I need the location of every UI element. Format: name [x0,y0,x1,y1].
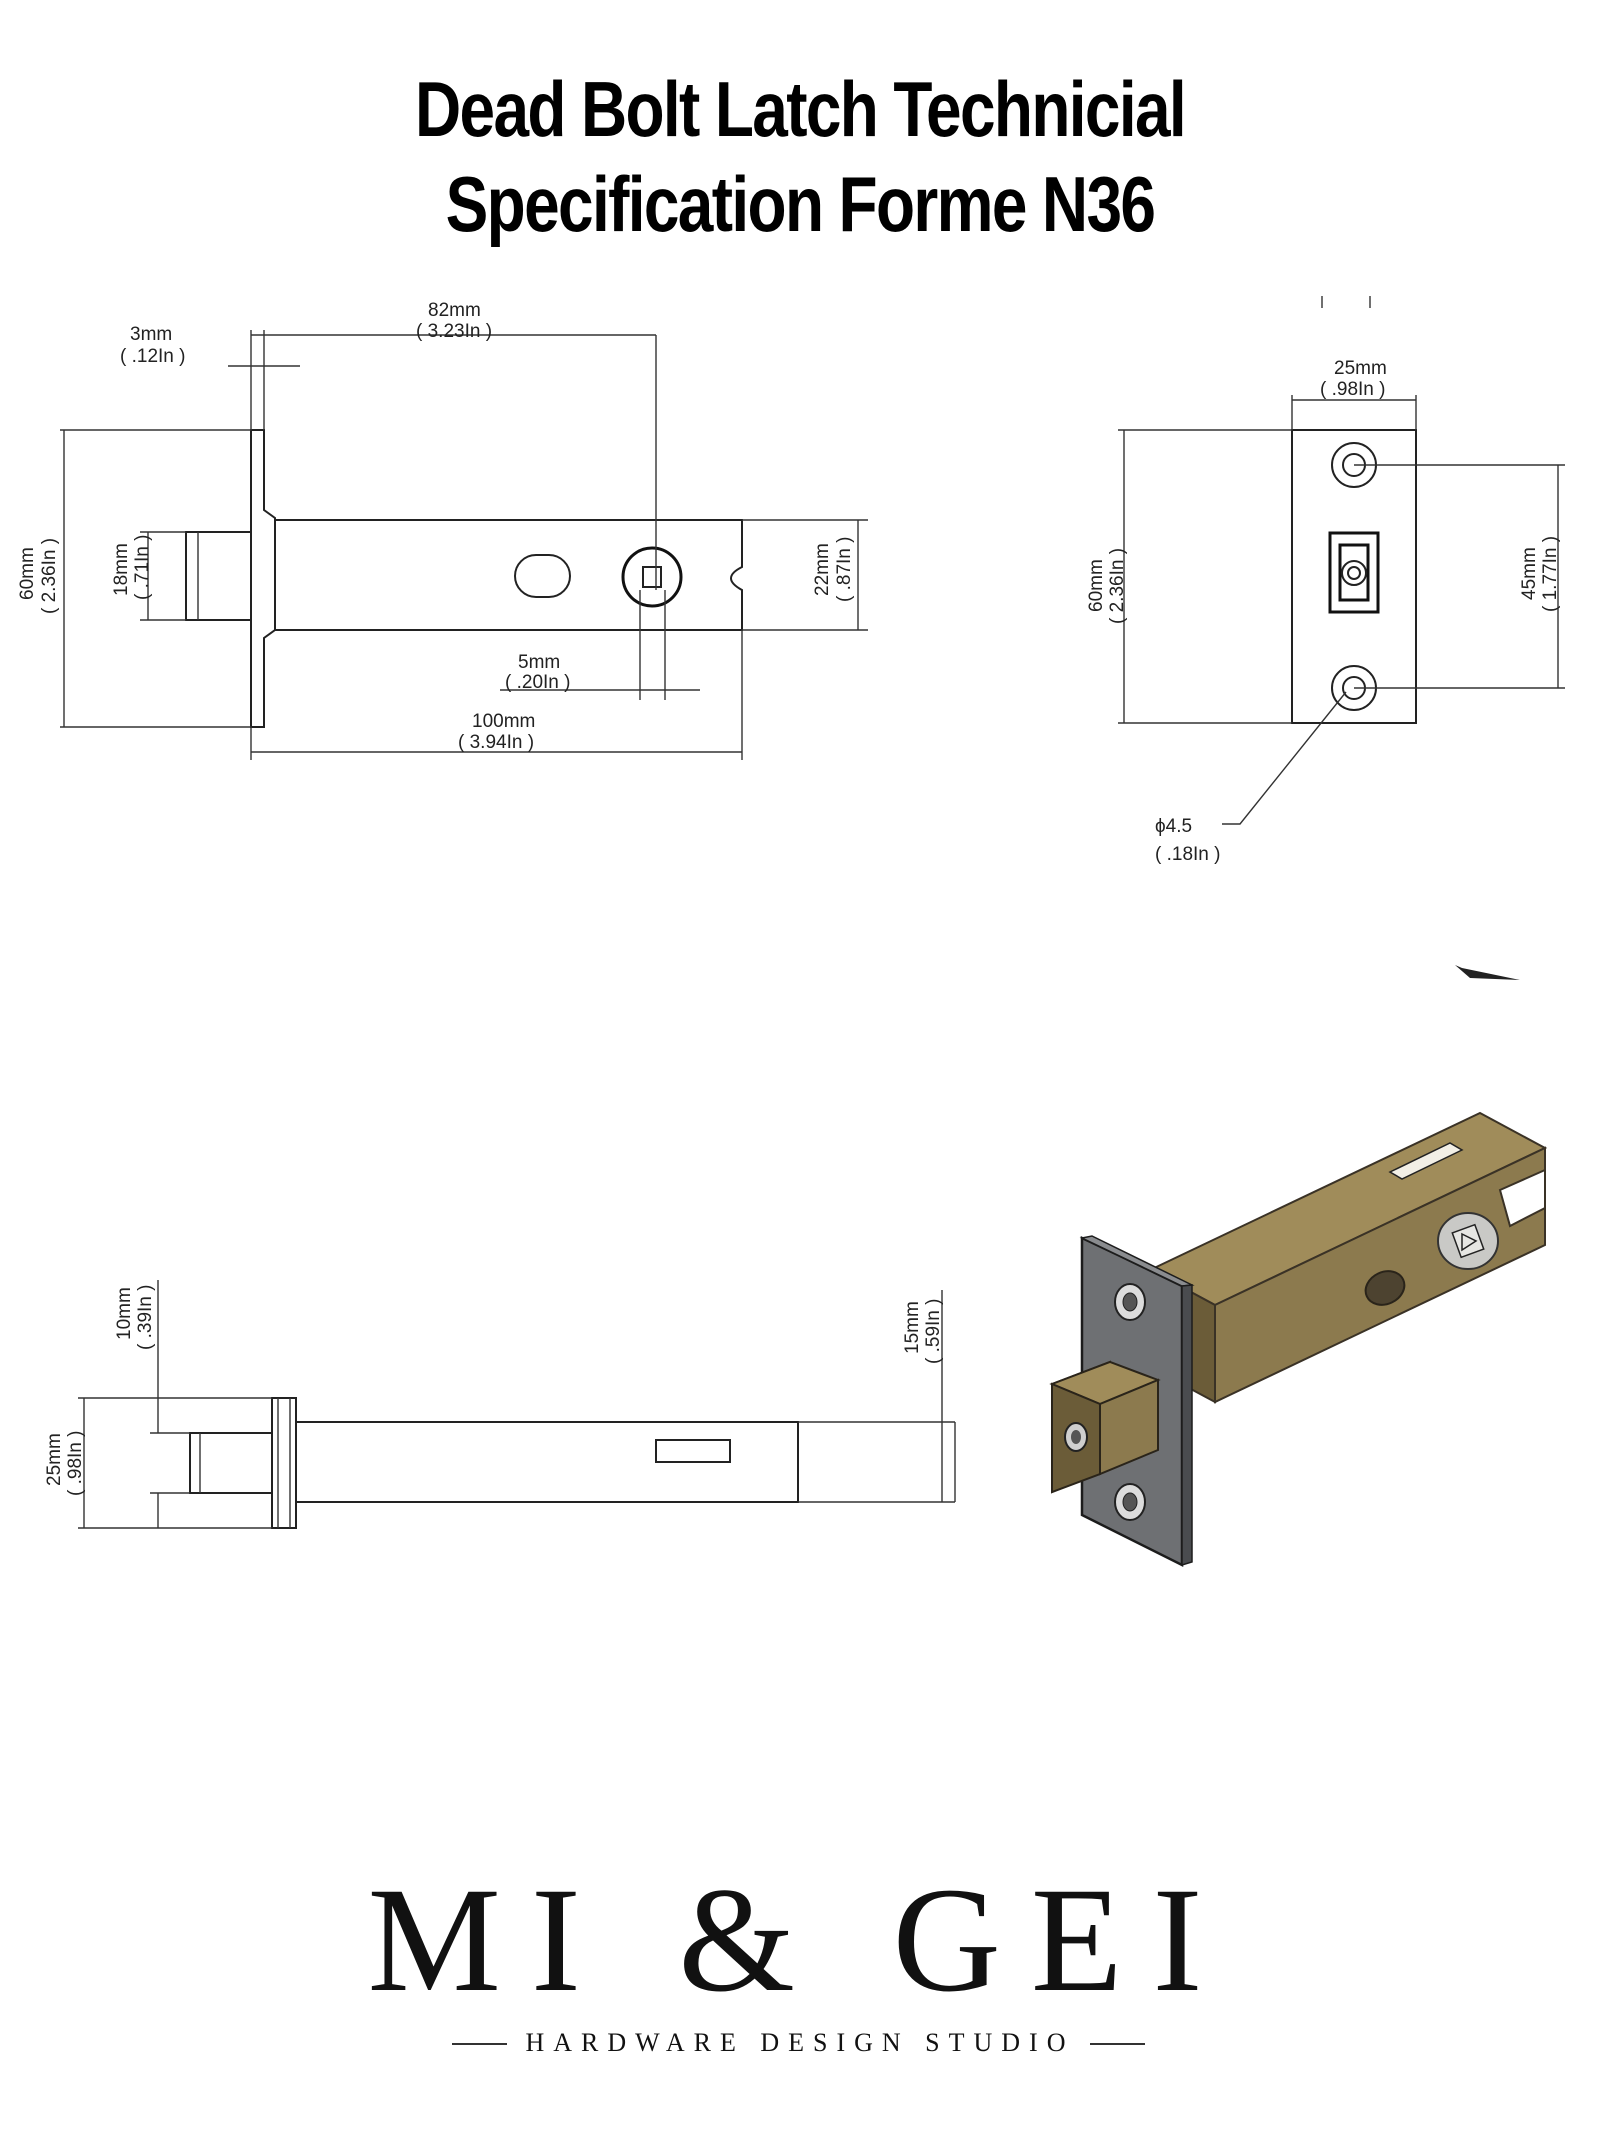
dim-60mm-in: ( 2.36In ) [39,538,60,614]
front-dim-25mm-in: ( .98In ) [1320,379,1385,400]
top-dim-25mm: 25mm [44,1433,65,1486]
latch-3d-render [1049,1111,1548,1568]
title-line-2: Specification Forme N36 [445,160,1156,248]
side-faceplate [250,429,276,728]
top-dim-10mm: 10mm [114,1287,135,1340]
tagline-divider-left [452,2043,507,2045]
side-body [275,519,743,631]
top-dim-10mm-in: ( .39In ) [135,1285,156,1350]
dim-60mm: 60mm [17,547,38,600]
top-body [296,1421,799,1503]
side-view: 3mm ( .12In ) 82mm ( 3.23In ) 60mm ( 2.3… [17,300,868,760]
brand-logo-name: MI & GEI [367,1857,1233,2023]
side-bolt [185,531,251,621]
tagline-divider-right [1090,2043,1145,2045]
top-slot [655,1439,731,1463]
top-dim-25mm-in: ( .98In ) [65,1431,86,1496]
front-dim-hole: ϕ4.5 [1155,816,1192,837]
dim-18mm: 18mm [111,543,132,596]
front-view: 25mm ( .98In ) 60mm ( 2.36In ) 45mm ( 1.… [1086,296,1565,865]
dim-100mm: 100mm [472,711,535,732]
dim-100mm-in: ( 3.94In ) [458,732,534,753]
title-line-1: Dead Bolt Latch Technicial [414,65,1187,153]
front-dim-hole-in: ( .18In ) [1155,844,1220,865]
top-dim-15mm: 15mm [902,1301,923,1354]
dim-22mm-in: ( .87In ) [834,537,855,602]
brand-tagline: HARDWARE DESIGN STUDIO [525,2028,1075,2057]
top-view: 10mm ( .39In ) 25mm ( .98In ) 15mm ( .59… [44,1280,956,1529]
edge-mark [1455,965,1520,980]
top-dim-15mm-in: ( .59In ) [923,1299,944,1364]
front-dim-60mm: 60mm [1086,559,1107,612]
dim-5mm: 5mm [518,652,560,673]
front-dim-25mm: 25mm [1334,358,1387,379]
top-faceplate [271,1397,297,1529]
dim-5mm-in: ( .20In ) [505,672,570,693]
side-spindle-hole [621,546,683,608]
front-faceplate [1291,429,1417,724]
front-dim-45mm-in: ( 1.77In ) [1540,536,1561,612]
dim-82mm-in: ( 3.23In ) [416,321,492,342]
front-dim-60mm-in: ( 2.36In ) [1107,548,1128,624]
top-bolt [189,1432,272,1494]
dim-3mm-in: ( .12In ) [120,346,185,367]
dim-3mm: 3mm [130,324,172,345]
front-dim-45mm: 45mm [1519,547,1540,600]
dim-82mm: 82mm [428,300,481,321]
front-bolt [1328,531,1380,614]
dim-22mm: 22mm [812,543,833,596]
dim-18mm-in: ( .71In ) [132,535,153,600]
side-slot [514,554,571,598]
